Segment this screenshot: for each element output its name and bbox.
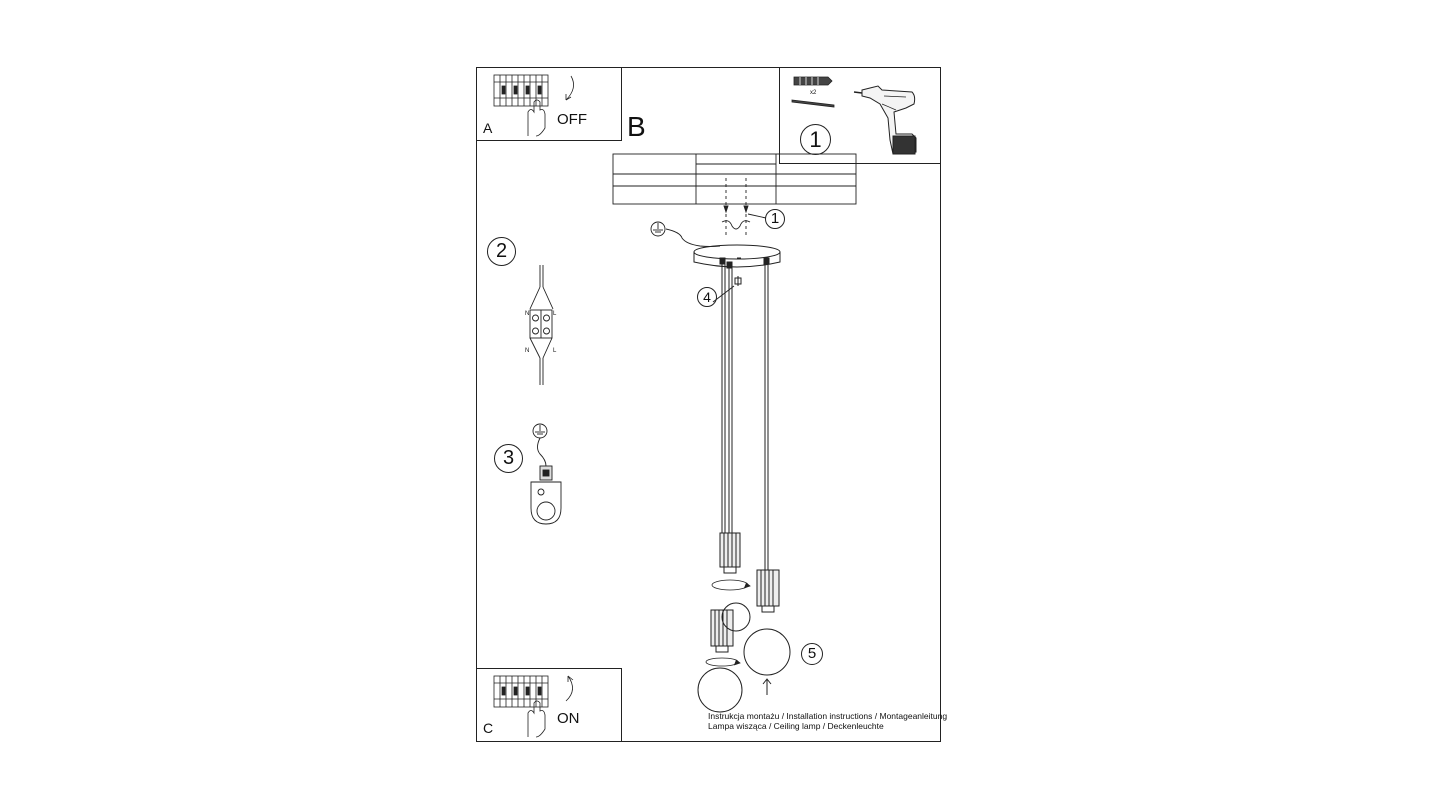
pendant-cables	[712, 264, 769, 570]
panel-c-letter: C	[483, 720, 494, 736]
terminal-n-top: N	[525, 311, 530, 317]
bracket-callout: 1	[765, 209, 785, 229]
ceiling-earth-wire	[650, 221, 721, 247]
page-border	[476, 67, 941, 742]
panel-c-frame	[476, 668, 622, 742]
lamp-holder-right	[756, 569, 780, 613]
earth-terminal-icon	[530, 423, 562, 525]
tools-step-number: 1	[800, 124, 831, 155]
ceiling-slab	[612, 153, 857, 205]
terminal-l-bottom: L	[553, 348, 557, 354]
screw-callout: 4	[697, 287, 717, 307]
terminal-block-icon	[529, 265, 554, 385]
on-label: ON	[557, 710, 580, 727]
glass-globes	[697, 602, 791, 713]
panel-a-letter: A	[483, 120, 493, 136]
panel-a-frame	[476, 67, 622, 141]
terminal-n-bottom: N	[525, 348, 530, 354]
fuse-box-off-icon	[493, 74, 574, 137]
bulb-callout: 5	[801, 643, 823, 665]
tools-panel-frame	[779, 67, 941, 164]
fuse-box-on-icon	[493, 675, 574, 738]
lamp-holder-left	[719, 532, 741, 574]
drill-icon	[853, 85, 917, 155]
step-3-callout: 3	[494, 444, 523, 473]
step-2-callout: 2	[487, 237, 516, 266]
terminal-l-top: L	[553, 311, 557, 317]
mounting-bracket	[721, 178, 767, 236]
canopy	[693, 244, 781, 286]
caption-line-2: Lampa wisząca / Ceiling lamp / Deckenleu…	[708, 721, 884, 731]
screw-icon	[791, 99, 835, 108]
lamp-holder-detached	[710, 609, 734, 653]
off-label: OFF	[557, 111, 587, 128]
rotation-arrows	[705, 579, 751, 667]
wall-plug-icon	[793, 76, 833, 86]
panel-b-letter: B	[627, 111, 646, 142]
caption-line-1: Instrukcja montażu / Installation instru…	[708, 711, 948, 721]
anchor-quantity: x2	[810, 90, 817, 96]
